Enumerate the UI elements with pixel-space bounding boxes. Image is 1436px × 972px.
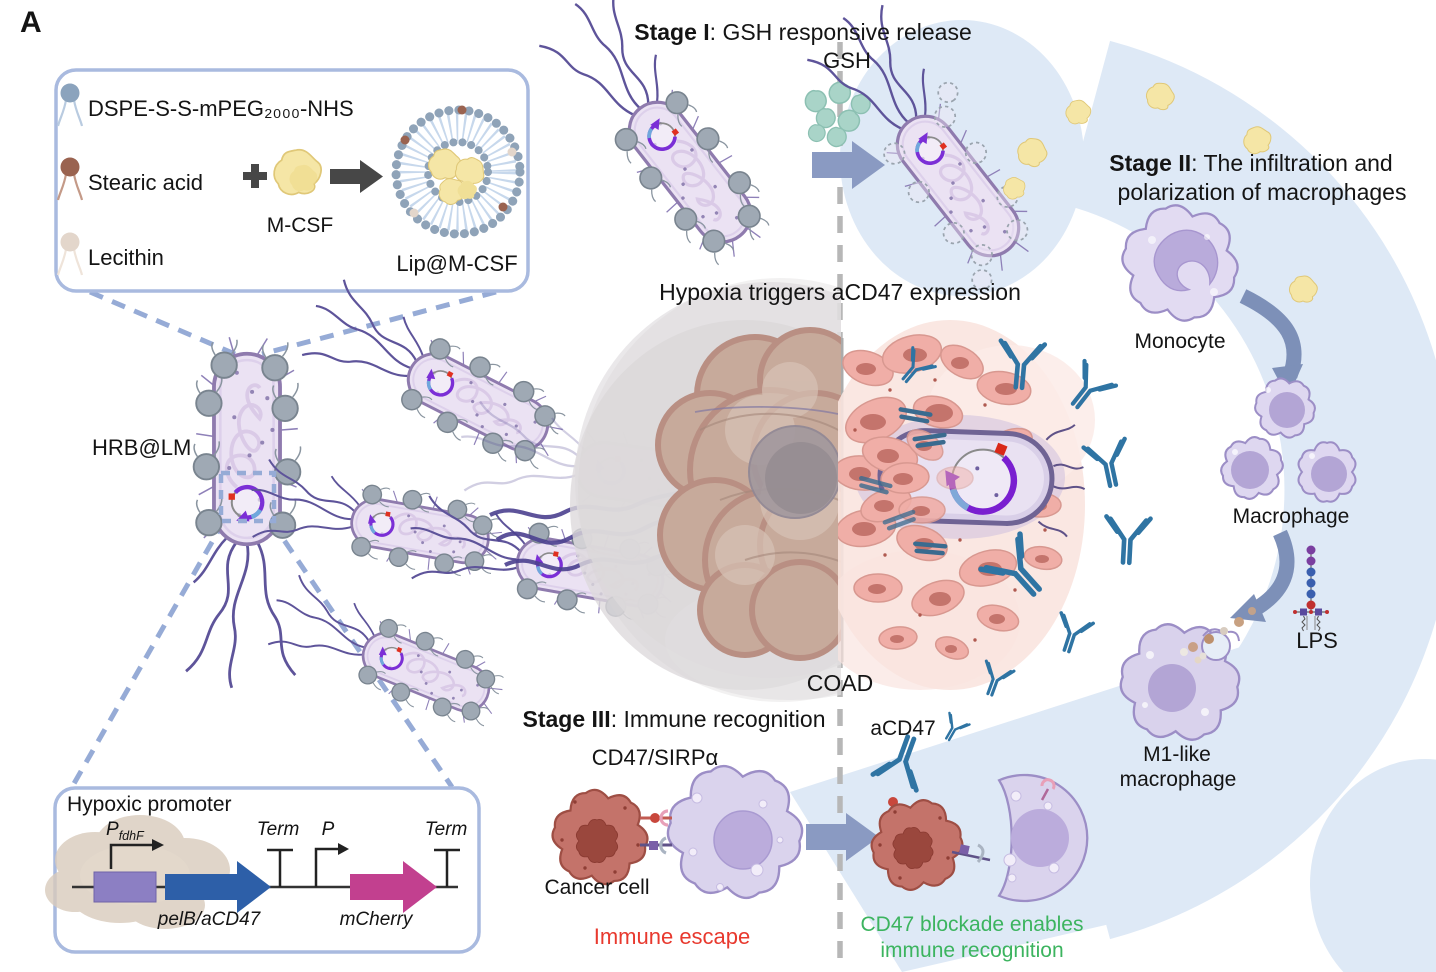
stage3-title-rest: : Immune recognition [610, 706, 826, 732]
macrophage-left-icon [659, 758, 811, 906]
sirpa-engaged-icon [951, 843, 991, 863]
stage2-title-rest: : The infiltration and [1191, 150, 1393, 176]
coad-label: COAD [806, 670, 874, 696]
acd47-label: aCD47 [870, 717, 936, 740]
stage1-arrow-icon [812, 141, 885, 189]
promoter1-arrow-icon [109, 843, 152, 869]
lps-icon [1293, 545, 1329, 632]
tumor-interior-right [838, 320, 1095, 690]
terminator1-label: Term [256, 819, 300, 840]
stage1-title: Stage I: GSH responsive release [634, 19, 972, 46]
monocyte-icon [1109, 193, 1251, 333]
macrophage-to-m1-arrow [1230, 529, 1295, 622]
phagocytosed-particles [1180, 607, 1256, 660]
stage1-title-bold: Stage I [634, 19, 710, 45]
panel-label: A [20, 6, 42, 39]
m1-label-line1: M1-like [1143, 743, 1211, 766]
cd47-sirpa-label: CD47/SIRPα [591, 745, 719, 770]
hypoxia-caption: Hypoxia triggers aCD47 expression [659, 279, 1021, 305]
cancer-cell-label: Cancer cell [544, 876, 650, 899]
promoter-box-icon [93, 871, 157, 903]
pfdhf-sub: fdhF [118, 829, 144, 843]
gsh-label: GSH [823, 48, 871, 73]
terminator2-label: Term [424, 819, 468, 840]
blockade-label-line1: CD47 blockade enables [860, 913, 1084, 936]
pelb-acd47-label: pelB/aCD47 [157, 909, 261, 930]
hrb-lm-bacterium-icon [186, 337, 301, 688]
monocyte-label: Monocyte [1134, 330, 1226, 353]
lipid-lecithin-icon [56, 232, 84, 276]
stage2-title-line2: polarization of macrophages [1117, 179, 1407, 205]
stage3-illustration [543, 730, 1089, 906]
lip-mcsf-label: Lip@M-CSF [396, 251, 518, 276]
immune-escape-label: Immune escape [593, 924, 751, 949]
macrophage-label: Macrophage [1232, 505, 1350, 528]
pfdhf-main: P [106, 819, 119, 840]
liposome-product-icon [391, 105, 525, 239]
cancer-cell-left-icon [543, 781, 657, 893]
mcherry-gene-arrow [350, 861, 437, 913]
stage3-title-bold: Stage III [522, 706, 611, 732]
mcsf-label: M-CSF [266, 214, 334, 237]
blockade-label-line2: immune recognition [880, 939, 1064, 962]
terminator2-icon [434, 848, 460, 887]
zoom-connector-lines [69, 289, 497, 789]
promoter2-arrow-icon [314, 847, 338, 887]
plasmid-zoom-box [218, 470, 277, 524]
terminator1-icon [267, 848, 293, 887]
lipid-dspe-icon [56, 83, 84, 127]
macrophage-trio-icon [1213, 373, 1368, 513]
cancer-cell-right-icon [864, 793, 970, 897]
plus-icon [243, 164, 267, 188]
pelb-acd47-gene-arrow [165, 861, 271, 913]
m1-label-line2: macrophage [1119, 768, 1237, 791]
liposome-components-box [54, 68, 530, 293]
promoter2-label: P [321, 819, 335, 840]
stage3-title: Stage III: Immune recognition [522, 706, 826, 733]
engulfing-macrophage-icon [997, 773, 1089, 903]
tumor-exterior-left [570, 278, 841, 702]
stage2-title-line1: Stage II: The infiltration and [1109, 150, 1393, 177]
hypoxic-promoter-label: Hypoxic promoter [67, 793, 232, 816]
legend-lecithin-label: Lecithin [88, 245, 164, 270]
gene-circuit-box [45, 786, 481, 954]
stage1-title-rest: : GSH responsive release [709, 19, 972, 45]
hrb-lm-label: HRB@LM [92, 435, 192, 460]
stage3-arrow-icon [806, 813, 879, 861]
legend-dspe-label: DSPE-S-S-mPEG₂₀₀₀-NHS [88, 96, 354, 121]
stage2-illustration [1065, 79, 1368, 745]
lipid-stearic-icon [56, 157, 84, 201]
pfdhf-label: PfdhF [106, 819, 144, 843]
stage2-title-bold: Stage II [1109, 150, 1192, 176]
mcherry-label: mCherry [339, 909, 413, 930]
lps-label: LPS [1296, 628, 1338, 653]
legend-stearic-label: Stearic acid [88, 170, 203, 195]
stage1-illustration [529, 0, 1065, 293]
cd47-sirpa-binding-icon [640, 809, 672, 855]
arrow-right-icon [330, 160, 383, 193]
